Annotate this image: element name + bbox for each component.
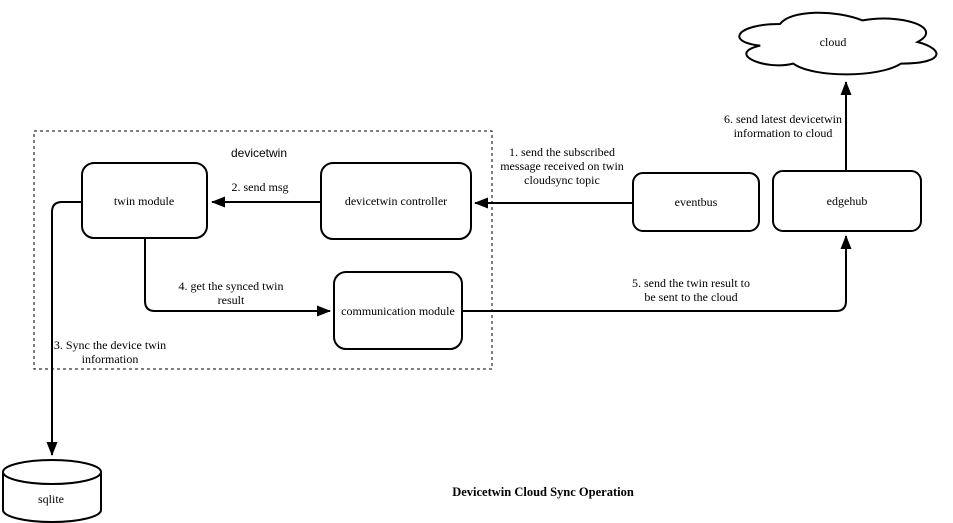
edgehub-box (772, 170, 922, 232)
edge-3-label: 3. Sync the device twin information (53, 338, 167, 366)
edge-1-label: 1. send the subscribed message received … (500, 145, 624, 187)
edge-6-label: 6. send latest devicetwin information to… (724, 112, 842, 140)
edge-5-arrow (462, 235, 852, 312)
devicetwin-controller-box (320, 162, 472, 240)
devicetwin-container-label: devicetwin (230, 146, 288, 160)
edgehub-label: edgehub (826, 194, 868, 208)
cloud-shape (738, 11, 938, 76)
communication-module-box (333, 271, 463, 350)
twin-module-label: twin module (113, 194, 175, 208)
edge-3-arrow (46, 201, 82, 456)
sqlite-label: sqlite (38, 492, 64, 506)
edge-2-label: 2. send msg (231, 180, 289, 194)
devicetwin-controller-label: devicetwin controller (344, 194, 448, 208)
edge-5-label: 5. send the twin result to be sent to th… (632, 276, 750, 304)
eventbus-label: eventbus (674, 195, 718, 209)
edge-4-label: 4. get the synced twin result (178, 279, 284, 307)
sqlite-cylinder (2, 459, 102, 523)
eventbus-box (632, 172, 760, 232)
edge-4-arrow (144, 238, 331, 317)
communication-module-label: communication module (341, 304, 455, 318)
sqlite-cylinder-rim (2, 471, 102, 485)
twin-module-box (81, 162, 208, 239)
diagram-title: Devicetwin Cloud Sync Operation (452, 485, 634, 499)
cloud-label: cloud (819, 35, 847, 49)
devicetwin-container-box (33, 130, 493, 370)
